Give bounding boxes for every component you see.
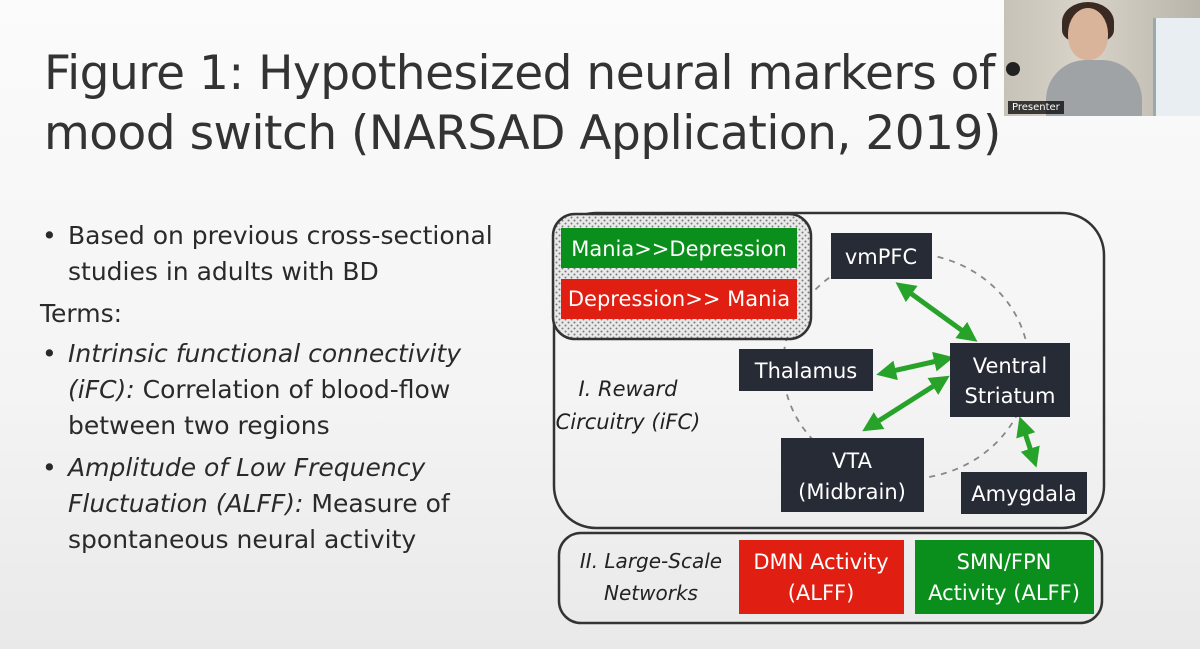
vta-box [781, 438, 924, 512]
legend-mania-swatch [561, 228, 797, 268]
term-ifc: Intrinsic functional connectivity (iFC): [68, 339, 462, 404]
background-screen [1153, 18, 1200, 116]
amygdala-label: Amygdala [971, 482, 1076, 506]
bullet-background: Based on previous cross-sectional studie… [40, 218, 520, 290]
legend-depression-label: Depression>> Mania [568, 287, 790, 311]
terms-heading: Terms: [40, 299, 123, 328]
ventral-striatum-box [950, 343, 1070, 417]
presenter-label: Presenter [1008, 101, 1064, 114]
vta-label: VTA [832, 449, 873, 473]
legend-depression-swatch [561, 279, 797, 319]
dmn-label-line2: (ALFF) [788, 581, 855, 605]
smn-fpn-activity-box [915, 540, 1094, 614]
striatum-label: Striatum [965, 384, 1056, 408]
presenter-video: Presenter [1004, 0, 1200, 116]
dmn-activity-box [739, 540, 904, 614]
networks-label-line2: Networks [604, 581, 698, 605]
term-alff: Amplitude of Low Frequency Fluctuation (… [68, 453, 426, 518]
networks-frame [557, 531, 1104, 625]
arrow-vmpfc-striatum [895, 282, 978, 342]
thalamus-label: Thalamus [754, 359, 857, 383]
midbrain-label: (Midbrain) [798, 480, 906, 504]
smn-label-line2: Activity (ALFF) [928, 581, 1080, 605]
arrow-thalamus-striatum [876, 351, 954, 381]
definition-ifc: Correlation of blood-flow between two re… [68, 375, 451, 440]
microphone-icon [1006, 62, 1020, 76]
bullet-alff: Amplitude of Low Frequency Fluctuation (… [40, 450, 520, 558]
thalamus-box [739, 349, 873, 391]
reward-label-line2: Circuitry (iFC) [556, 410, 701, 434]
reward-circuit-frame [552, 211, 1106, 530]
presenter-face [1068, 8, 1108, 60]
arrow-striatum-amygdala [1016, 416, 1040, 468]
networks-label-line1: II. Large-Scale [580, 549, 722, 573]
definition-alff: Measure of spontaneous neural activity [68, 489, 450, 554]
vmpfc-box [831, 233, 932, 279]
smn-label-line1: SMN/FPN [957, 550, 1052, 574]
reward-label-line1: I. Reward [578, 377, 678, 401]
amygdala-box [961, 472, 1087, 514]
bullet-ifc: Intrinsic functional connectivity (iFC):… [40, 336, 520, 444]
bullet-list: Based on previous cross-sectional studie… [40, 218, 520, 558]
legend-mania-label: Mania>>Depression [571, 237, 787, 261]
dmn-label-line1: DMN Activity [753, 550, 888, 574]
slide-title: Figure 1: Hypothesized neural markers of… [44, 46, 1001, 161]
vmpfc-label: vmPFC [845, 245, 917, 269]
arrow-vta-striatum [862, 375, 950, 432]
ventral-label: Ventral [973, 354, 1048, 378]
